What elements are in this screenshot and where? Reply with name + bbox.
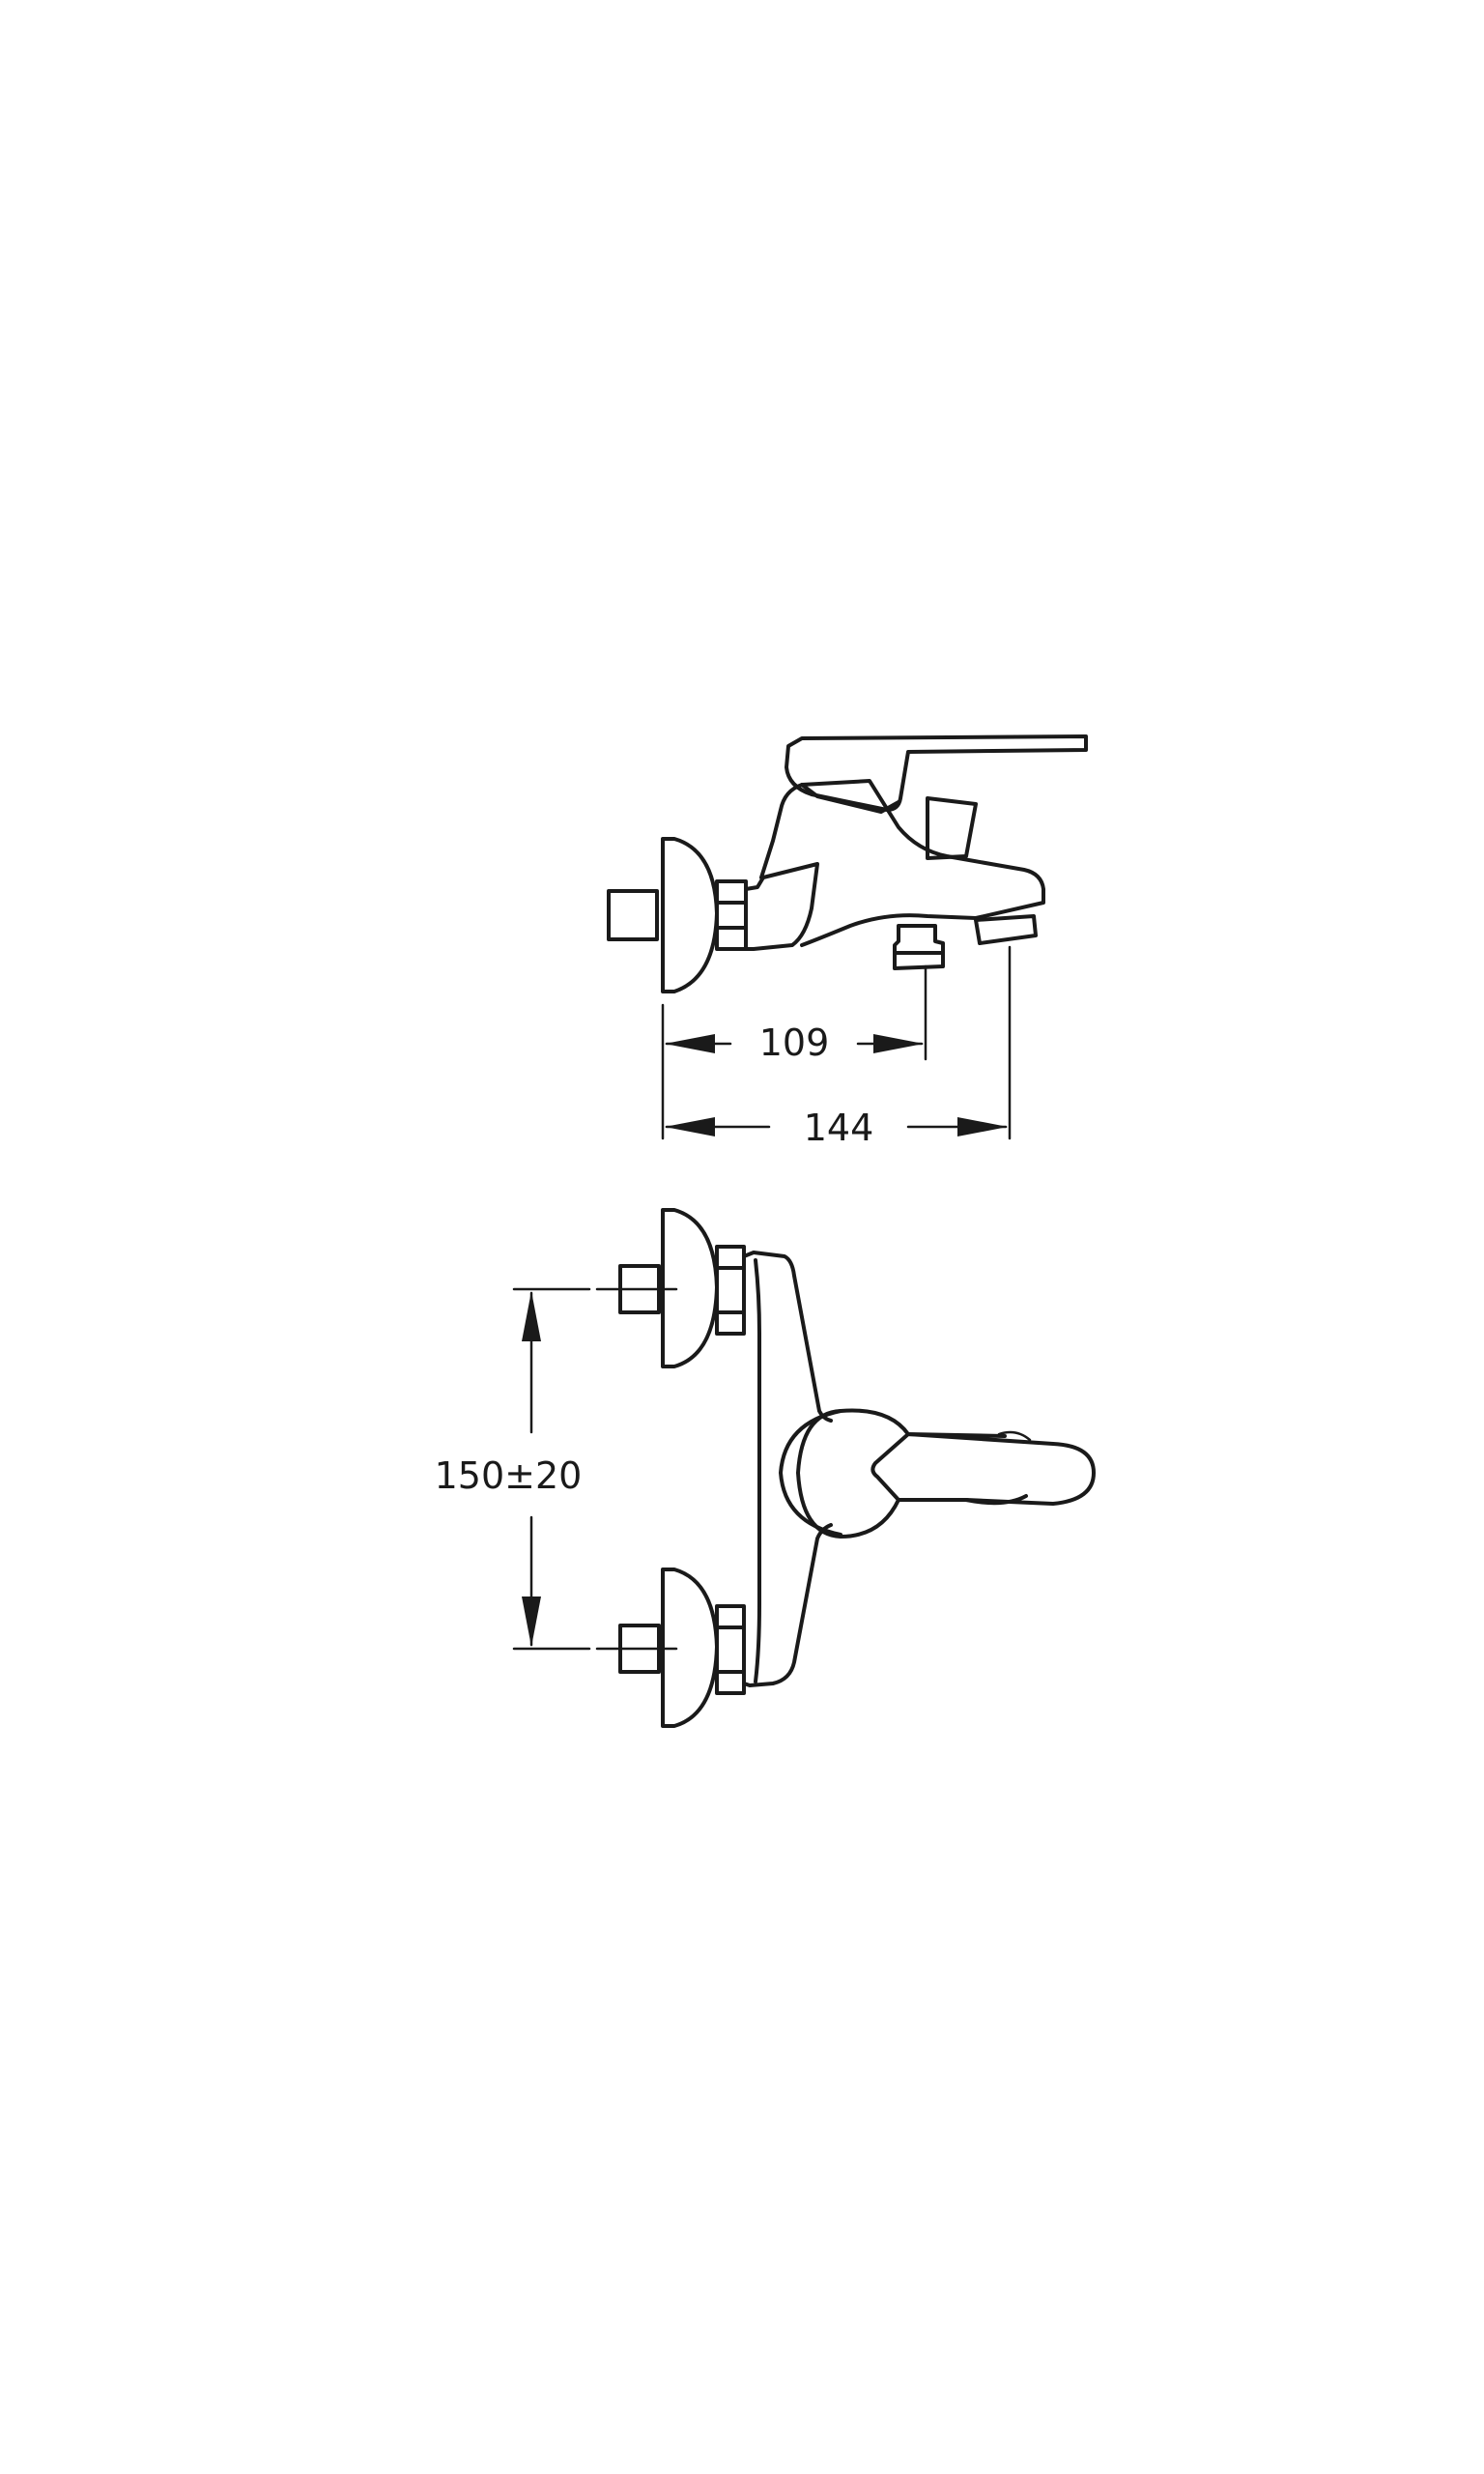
side-shower-outlet: [893, 924, 945, 970]
side-wall-flange: [661, 837, 719, 993]
dimension-150-label: 150±20: [435, 1454, 583, 1497]
side-dimensions: 109 144: [661, 945, 1012, 1149]
front-body: [742, 1251, 833, 1687]
dimension-144-label: 144: [804, 1107, 874, 1149]
dim-arrow-144-left: [665, 1117, 715, 1136]
front-view: [595, 1208, 1096, 1728]
dim-arrow-109-left: [665, 1034, 715, 1053]
front-dimensions: 150±20: [435, 1287, 591, 1651]
side-spout-outlet: [974, 914, 1038, 945]
side-diverter-knob: [926, 796, 978, 860]
side-neck: [744, 862, 819, 951]
dim-arrow-144-right: [957, 1117, 1008, 1136]
side-body: [759, 779, 1045, 947]
front-lever-ridge: [997, 1430, 1032, 1442]
side-view: [607, 734, 1088, 993]
front-bottom-hex-nut: [715, 1604, 746, 1695]
front-bottom-inlet-connector: [618, 1624, 661, 1674]
dim-arrow-150-top: [522, 1291, 541, 1341]
front-top-inlet-connector: [618, 1264, 661, 1314]
dim-arrow-109-right: [873, 1034, 924, 1053]
front-lever-detail: [870, 1432, 1028, 1506]
side-inlet-connector: [607, 889, 659, 941]
side-cartridge-cap: [800, 783, 900, 814]
dimension-109-label: 109: [759, 1021, 830, 1064]
dim-arrow-150-bottom: [522, 1597, 541, 1647]
side-hex-nut: [715, 879, 748, 951]
front-lever-handle: [796, 1408, 1096, 1539]
front-top-hex-nut: [715, 1245, 746, 1336]
